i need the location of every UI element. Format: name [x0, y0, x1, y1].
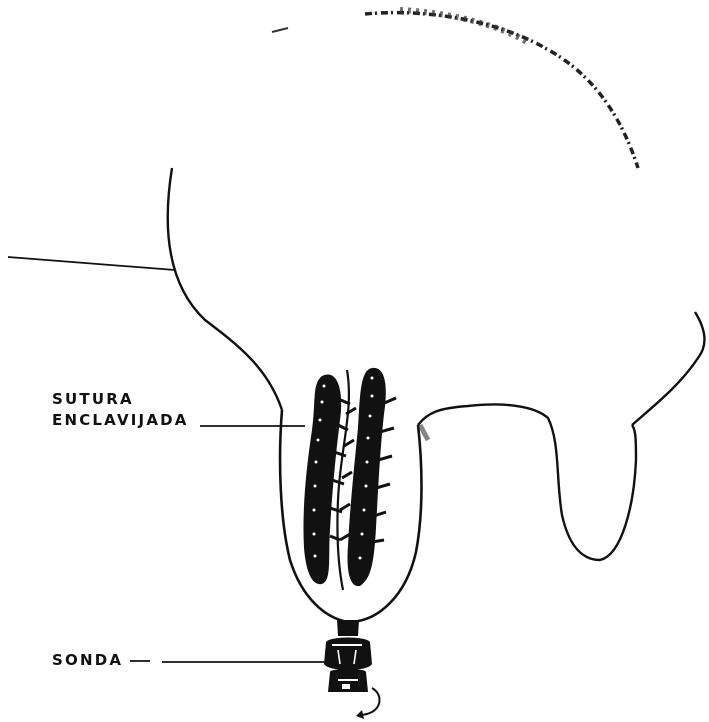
- probe-label: SONDA: [52, 651, 123, 670]
- shoulder-line: [8, 257, 175, 270]
- head-outline: [168, 168, 282, 410]
- head-upper-left-mark: [272, 28, 288, 32]
- suture-label-line2: ENCLAVIJADA: [52, 411, 189, 430]
- right-lobe-shadow: [420, 425, 428, 440]
- rotation-arrow-icon: [356, 688, 380, 719]
- head-top-contour: [365, 13, 638, 168]
- suture-left-body: [303, 374, 341, 584]
- right-lobe-outline: [418, 405, 636, 561]
- suture-label-line1: SUTURA: [52, 390, 134, 409]
- suture-right-body: [348, 368, 386, 586]
- probe-device: [324, 620, 372, 692]
- head-right-contour: [632, 312, 704, 425]
